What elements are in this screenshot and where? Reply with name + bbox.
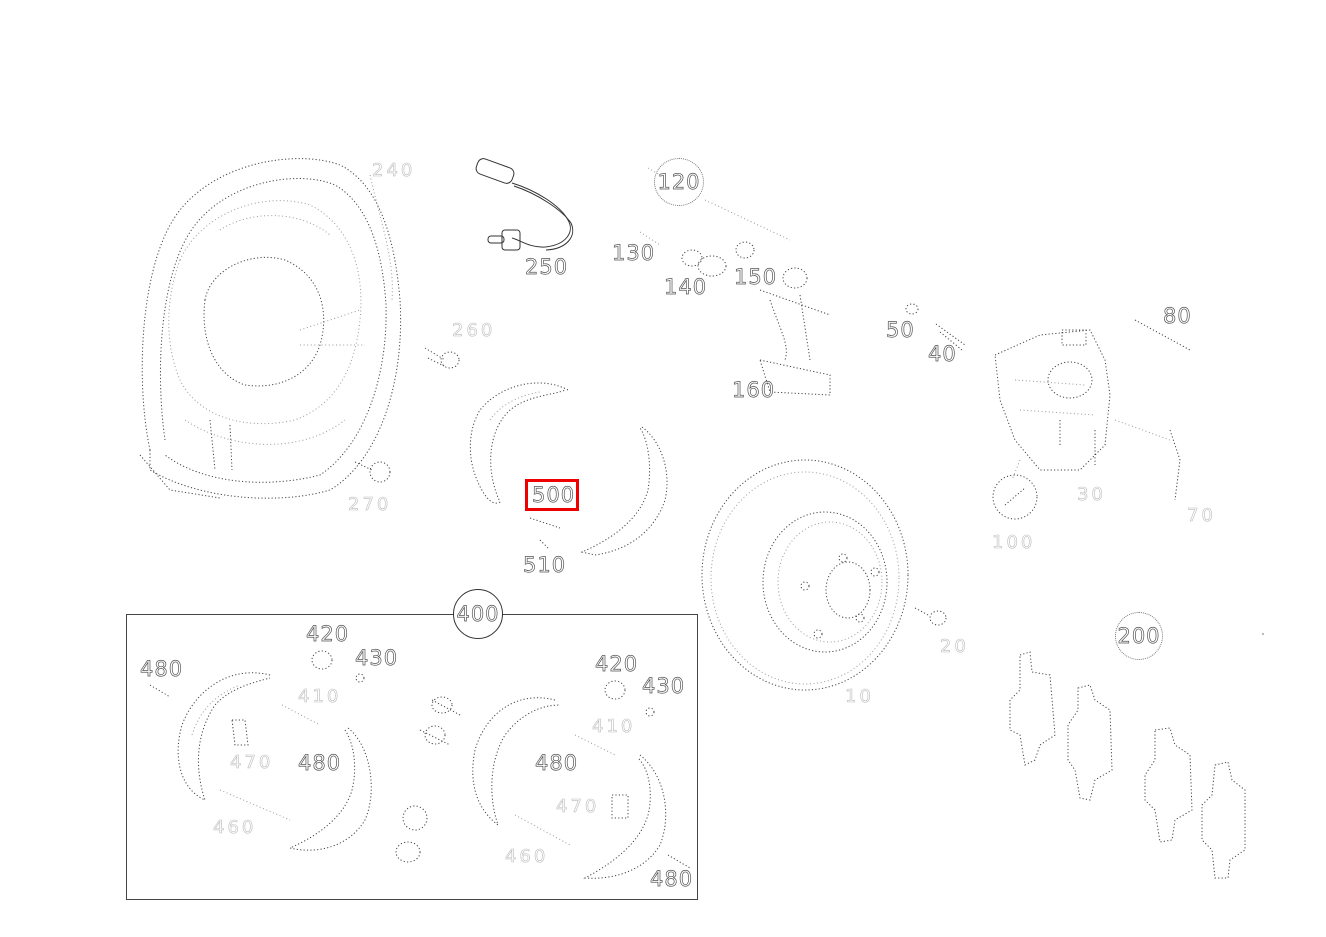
callout-480-right-bottom[interactable]: 480 [650, 867, 694, 891]
callout-420-right[interactable]: 420 [595, 652, 639, 676]
callout-410-right[interactable]: 410 [592, 716, 636, 738]
callout-70[interactable]: 70 [1187, 505, 1216, 527]
callout-430-left[interactable]: 430 [355, 646, 399, 670]
callout-470-right[interactable]: 470 [556, 796, 600, 818]
callout-480-left-mid[interactable]: 480 [298, 751, 342, 775]
brake-shoe-kit-drawing [149, 650, 691, 879]
callout-430-right[interactable]: 430 [642, 674, 686, 698]
bolt-drawing [354, 347, 460, 483]
callout-140[interactable]: 140 [664, 275, 708, 299]
callout-80[interactable]: 80 [1163, 304, 1192, 328]
callout-270[interactable]: 270 [348, 494, 392, 516]
callout-460-right[interactable]: 460 [505, 846, 549, 868]
callout-500[interactable]: 500 [532, 483, 576, 507]
callout-460-left[interactable]: 460 [213, 817, 257, 839]
callout-410-left[interactable]: 410 [298, 686, 342, 708]
callout-200[interactable]: 200 [1117, 624, 1161, 648]
callout-150[interactable]: 150 [734, 265, 778, 289]
brake-disc-drawing [701, 459, 947, 691]
caliper-body-drawing [992, 319, 1191, 520]
callout-120-circle[interactable]: 120 [654, 158, 704, 206]
callout-100[interactable]: 100 [992, 532, 1036, 554]
callout-120[interactable]: 120 [657, 170, 701, 194]
callout-240[interactable]: 240 [372, 160, 416, 182]
caliper-small-parts-drawing [639, 167, 831, 396]
callout-470-left[interactable]: 470 [230, 752, 274, 774]
small-fasteners-drawing [905, 303, 966, 351]
shoe-kit-group-frame [126, 614, 698, 900]
callout-130[interactable]: 130 [612, 241, 656, 265]
callout-260[interactable]: 260 [452, 320, 496, 342]
callout-160[interactable]: 160 [732, 378, 776, 402]
wear-sensor-drawing [475, 158, 574, 251]
callout-30[interactable]: 30 [1077, 484, 1106, 506]
callout-200-circle[interactable]: 200 [1115, 612, 1163, 660]
selected-part-highlight [525, 479, 579, 511]
callout-480-right-mid[interactable]: 480 [535, 751, 579, 775]
brake-pads-drawing [1009, 651, 1246, 879]
callout-400[interactable]: 400 [456, 602, 500, 626]
callout-420-left[interactable]: 420 [306, 622, 350, 646]
callout-10[interactable]: 10 [845, 686, 874, 708]
callout-40[interactable]: 40 [928, 342, 957, 366]
brake-shoes-drawing [469, 382, 668, 556]
backing-plate-drawing [139, 158, 402, 499]
callout-510[interactable]: 510 [523, 553, 567, 577]
callout-20[interactable]: 20 [940, 636, 969, 658]
callout-250[interactable]: 250 [525, 255, 569, 279]
callout-400-circle[interactable]: 400 [453, 589, 503, 639]
callout-50[interactable]: 50 [886, 318, 915, 342]
callout-480-left-top[interactable]: 480 [140, 657, 184, 681]
